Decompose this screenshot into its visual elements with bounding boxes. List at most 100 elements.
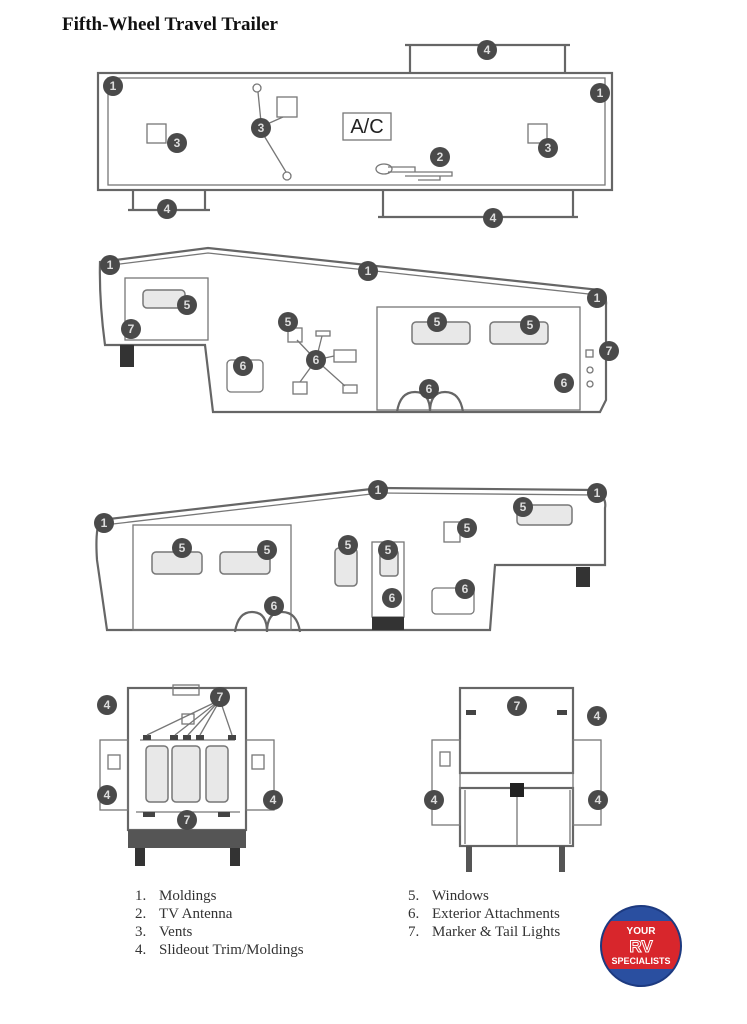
svg-text:6: 6 (561, 376, 568, 390)
svg-text:1: 1 (365, 264, 372, 278)
svg-text:7: 7 (606, 344, 613, 358)
callout-6: 6 (233, 356, 253, 376)
callout-4: 4 (97, 695, 117, 715)
legend-item: 4.Slideout Trim/Moldings (135, 942, 304, 958)
svg-text:SPECIALISTS: SPECIALISTS (611, 956, 670, 966)
svg-text:2: 2 (437, 150, 444, 164)
svg-text:4: 4 (490, 211, 497, 225)
svg-text:7: 7 (128, 322, 135, 336)
legend-item: 1.Moldings (135, 888, 217, 904)
callout-4: 4 (477, 40, 497, 60)
svg-text:4: 4 (104, 698, 111, 712)
svg-text:4: 4 (594, 709, 601, 723)
callout-4: 4 (424, 790, 444, 810)
callout-7: 7 (210, 687, 230, 707)
callout-5: 5 (278, 312, 298, 332)
callout-7: 7 (507, 696, 527, 716)
svg-text:4: 4 (164, 202, 171, 216)
callout-3: 3 (167, 133, 187, 153)
svg-text:RV: RV (629, 937, 653, 956)
svg-text:1: 1 (594, 291, 601, 305)
callout-2: 2 (430, 147, 450, 167)
callout-5: 5 (513, 497, 533, 517)
ac-label: A/C (350, 116, 383, 138)
callout-4: 4 (97, 785, 117, 805)
legend-item: 3.Vents (135, 924, 193, 940)
callout-7: 7 (177, 810, 197, 830)
callout-4: 4 (263, 790, 283, 810)
svg-text:YOUR: YOUR (627, 926, 657, 937)
svg-text:3: 3 (545, 141, 552, 155)
svg-text:4: 4 (104, 788, 111, 802)
svg-text:6: 6 (426, 382, 433, 396)
svg-text:5: 5 (385, 543, 392, 557)
legend-item: 2.TV Antenna (135, 906, 233, 922)
callout-6: 6 (455, 579, 475, 599)
svg-text:4: 4 (484, 43, 491, 57)
callout-5: 5 (378, 540, 398, 560)
callout-1: 1 (368, 480, 388, 500)
svg-text:5: 5 (285, 315, 292, 329)
svg-text:3: 3 (258, 121, 265, 135)
callout-4: 4 (588, 790, 608, 810)
svg-text:4: 4 (270, 793, 277, 807)
callout-1: 1 (94, 513, 114, 533)
diagram-title: Fifth-Wheel Travel Trailer (62, 14, 278, 35)
svg-text:6: 6 (389, 591, 396, 605)
svg-text:6: 6 (313, 353, 320, 367)
callouts: 1 1 4 3 3 3 2 4 4 1 1 1 5 7 5 6 6 5 5 6 … (94, 40, 619, 830)
svg-text:6: 6 (240, 359, 247, 373)
callout-7: 7 (599, 341, 619, 361)
top-view: A/C (96, 43, 614, 219)
legend-item: 7.Marker & Tail Lights (408, 924, 561, 940)
callout-4: 4 (483, 208, 503, 228)
callout-1: 1 (587, 288, 607, 308)
svg-text:1: 1 (110, 79, 117, 93)
callout-1: 1 (587, 483, 607, 503)
callout-6: 6 (419, 379, 439, 399)
svg-text:7: 7 (514, 699, 521, 713)
callout-6: 6 (382, 588, 402, 608)
callout-5: 5 (338, 535, 358, 555)
callout-6: 6 (264, 596, 284, 616)
svg-text:5: 5 (527, 318, 534, 332)
svg-text:7: 7 (184, 813, 191, 827)
svg-text:1: 1 (101, 516, 108, 530)
svg-text:5: 5 (520, 500, 527, 514)
svg-text:6: 6 (271, 599, 278, 613)
svg-text:5: 5 (184, 298, 191, 312)
callout-6: 6 (306, 350, 326, 370)
callout-5: 5 (427, 312, 447, 332)
callout-5: 5 (177, 295, 197, 315)
svg-text:1: 1 (597, 86, 604, 100)
front-view (99, 684, 275, 866)
svg-text:5: 5 (264, 543, 271, 557)
callout-3: 3 (251, 118, 271, 138)
your-rv-specialists-logo: YOUR RV SPECIALISTS (600, 905, 682, 987)
callout-5: 5 (257, 540, 277, 560)
callout-3: 3 (538, 138, 558, 158)
rear-view (431, 686, 602, 872)
callout-5: 5 (457, 518, 477, 538)
svg-text:5: 5 (434, 315, 441, 329)
callout-4: 4 (157, 199, 177, 219)
callout-1: 1 (103, 76, 123, 96)
legend-left: 1.Moldings 2.TV Antenna 3.Vents 4.Slideo… (135, 887, 304, 959)
svg-text:4: 4 (595, 793, 602, 807)
callout-1: 1 (590, 83, 610, 103)
svg-text:6: 6 (462, 582, 469, 596)
svg-text:1: 1 (375, 483, 382, 497)
svg-text:1: 1 (107, 258, 114, 272)
svg-text:3: 3 (174, 136, 181, 150)
callout-1: 1 (358, 261, 378, 281)
svg-text:7: 7 (217, 690, 224, 704)
callout-6: 6 (554, 373, 574, 393)
callout-4: 4 (587, 706, 607, 726)
svg-text:1: 1 (594, 486, 601, 500)
legend-item: 6.Exterior Attachments (408, 906, 560, 922)
svg-text:5: 5 (464, 521, 471, 535)
callout-7: 7 (121, 319, 141, 339)
callout-1: 1 (100, 255, 120, 275)
callout-5: 5 (520, 315, 540, 335)
